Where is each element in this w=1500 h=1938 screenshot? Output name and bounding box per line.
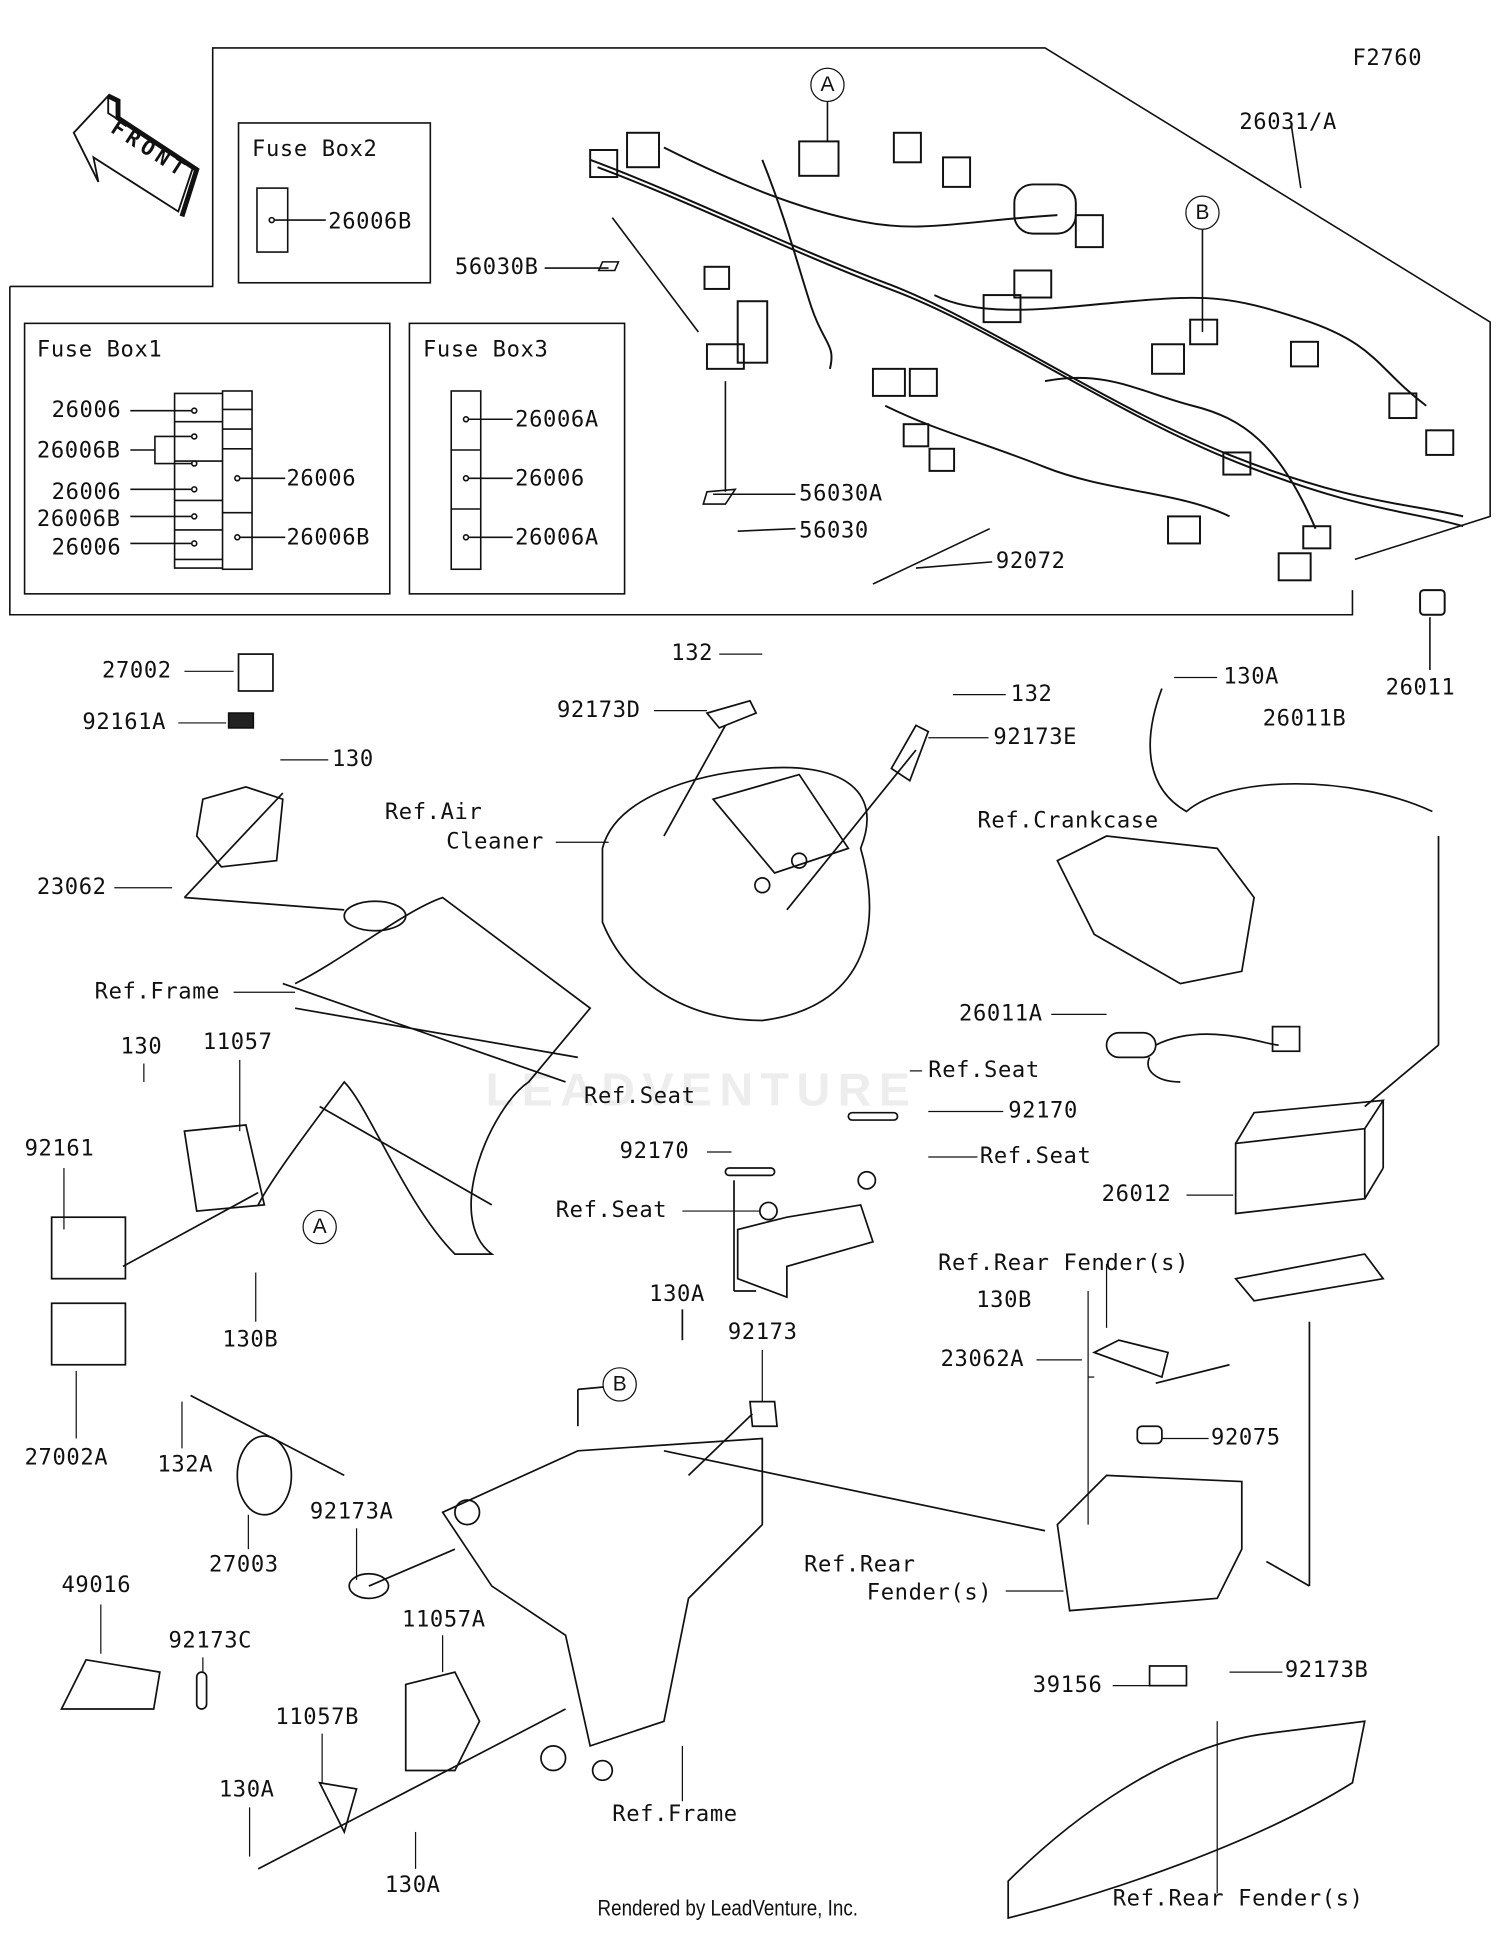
harness-panel-frame xyxy=(9,47,1491,561)
part-label[interactable]: 26006B xyxy=(36,437,121,464)
part-label[interactable]: 26006A xyxy=(515,406,599,433)
ref-label: Ref.Seat xyxy=(555,1197,668,1224)
part-label[interactable]: 26012 xyxy=(1101,1181,1172,1208)
part-label[interactable]: 92173 xyxy=(727,1319,798,1346)
part-label[interactable]: 23062A xyxy=(940,1346,1025,1373)
right-components xyxy=(1007,688,1440,1920)
ref-label: Ref.Seat xyxy=(928,1057,1040,1084)
part-label[interactable]: 27002 xyxy=(102,657,172,684)
ref-circle-a: A xyxy=(810,67,845,103)
part-label[interactable]: 26006B xyxy=(328,209,412,235)
part-label[interactable]: 130 xyxy=(331,746,374,773)
part-label[interactable]: 26011 xyxy=(1385,674,1456,701)
part-label[interactable]: 132 xyxy=(1010,681,1053,707)
part-label[interactable]: 26006A xyxy=(515,524,599,551)
watermark: LEADVENTURE xyxy=(485,1064,918,1117)
part-label[interactable]: 92173A xyxy=(309,1498,394,1525)
ref-label: Ref.Rear Fender(s) xyxy=(1112,1886,1364,1912)
part-label[interactable]: 26006 xyxy=(286,465,357,492)
part-label[interactable]: 39156 xyxy=(1032,1672,1103,1698)
part-label[interactable]: 92075 xyxy=(1211,1424,1281,1451)
part-label[interactable]: 26031/A xyxy=(1239,109,1337,136)
left-components xyxy=(50,653,592,1870)
part-label[interactable]: 130A xyxy=(384,1872,441,1899)
ref-label: Ref.Crankcase xyxy=(977,807,1159,834)
part-label[interactable]: 130A xyxy=(1223,663,1280,690)
fuse-box3-frame xyxy=(408,322,626,595)
part-label[interactable]: 23062 xyxy=(36,874,107,900)
part-label[interactable]: 92161 xyxy=(24,1136,95,1162)
part-label[interactable]: 27003 xyxy=(209,1551,279,1578)
part-label[interactable]: 130A xyxy=(218,1776,275,1803)
part-label[interactable]: 26006 xyxy=(51,397,122,423)
part-label[interactable]: 130 xyxy=(120,1034,163,1060)
part-label[interactable]: 26006B xyxy=(36,506,121,533)
ref-label: Ref.Rear xyxy=(804,1551,916,1578)
part-label[interactable]: 92173C xyxy=(168,1627,253,1654)
part-label[interactable]: 11057A xyxy=(402,1606,486,1633)
part-label[interactable]: 130A xyxy=(649,1281,705,1307)
part-label[interactable]: 92173E xyxy=(993,724,1078,750)
part-label[interactable]: 130B xyxy=(976,1287,1032,1314)
air-cleaner-shape xyxy=(601,699,930,1022)
part-label[interactable]: 92173B xyxy=(1284,1657,1369,1684)
ref-label: Ref.Seat xyxy=(584,1083,696,1110)
part-label[interactable]: 92170 xyxy=(619,1138,690,1165)
part-label[interactable]: 26006B xyxy=(286,524,371,551)
part-label[interactable]: 11057 xyxy=(202,1029,273,1055)
part-label[interactable]: 132A xyxy=(157,1452,214,1478)
part-label[interactable]: 26006 xyxy=(515,465,585,492)
part-label[interactable]: 26011A xyxy=(959,1000,1043,1027)
front-arrow-shape xyxy=(72,93,200,218)
ref-label: Ref.Rear Fender(s) xyxy=(938,1250,1190,1277)
part-label[interactable]: 26006 xyxy=(51,479,122,506)
part-label[interactable]: 56030B xyxy=(454,254,539,281)
rear-frame-shape xyxy=(441,1111,1046,1782)
ref-label: Ref.Frame xyxy=(94,978,221,1005)
part-label[interactable]: 56030 xyxy=(799,517,869,544)
part-label[interactable]: 56030A xyxy=(799,480,883,507)
part-label[interactable]: 92170 xyxy=(1008,1097,1078,1124)
ref-circle-a: A xyxy=(302,1209,337,1245)
fuse-box1-title: Fuse Box1 xyxy=(36,336,163,363)
ref-label: Fender(s) xyxy=(866,1579,993,1606)
part-label[interactable]: 92161A xyxy=(82,709,167,736)
part-label[interactable]: 26006 xyxy=(51,534,122,561)
part-label[interactable]: 49016 xyxy=(61,1572,132,1599)
part-label[interactable]: 27002A xyxy=(24,1444,109,1471)
fuse-box1-frame xyxy=(23,322,391,595)
wiring-harness xyxy=(589,131,1464,616)
ref-label: Ref.Seat xyxy=(979,1143,1092,1170)
part-label[interactable]: 92072 xyxy=(995,548,1066,575)
leader-lines xyxy=(63,653,1283,1894)
part-label[interactable]: 130B xyxy=(222,1326,279,1353)
ref-label: Ref.Frame xyxy=(612,1801,738,1828)
ref-label: Cleaner xyxy=(446,828,544,855)
part-label[interactable]: 92173D xyxy=(556,697,641,723)
harness-panel-frame-bottom xyxy=(9,286,1354,616)
footer-credit: Rendered by LeadVenture, Inc. xyxy=(597,1895,858,1921)
ref-circle-b: B xyxy=(1185,195,1220,230)
part-label[interactable]: 11057B xyxy=(275,1704,360,1730)
part-label[interactable]: 26011B xyxy=(1262,705,1347,732)
diagram-code: F2760 xyxy=(1352,45,1423,72)
ref-label: Ref.Air xyxy=(384,799,483,825)
ref-circle-b: B xyxy=(602,1367,637,1402)
fuse-box3-title: Fuse Box3 xyxy=(422,336,549,363)
part-label[interactable]: 132 xyxy=(671,640,714,667)
fuse-box2-frame xyxy=(237,122,432,284)
fuse-box2-title: Fuse Box2 xyxy=(252,136,378,163)
